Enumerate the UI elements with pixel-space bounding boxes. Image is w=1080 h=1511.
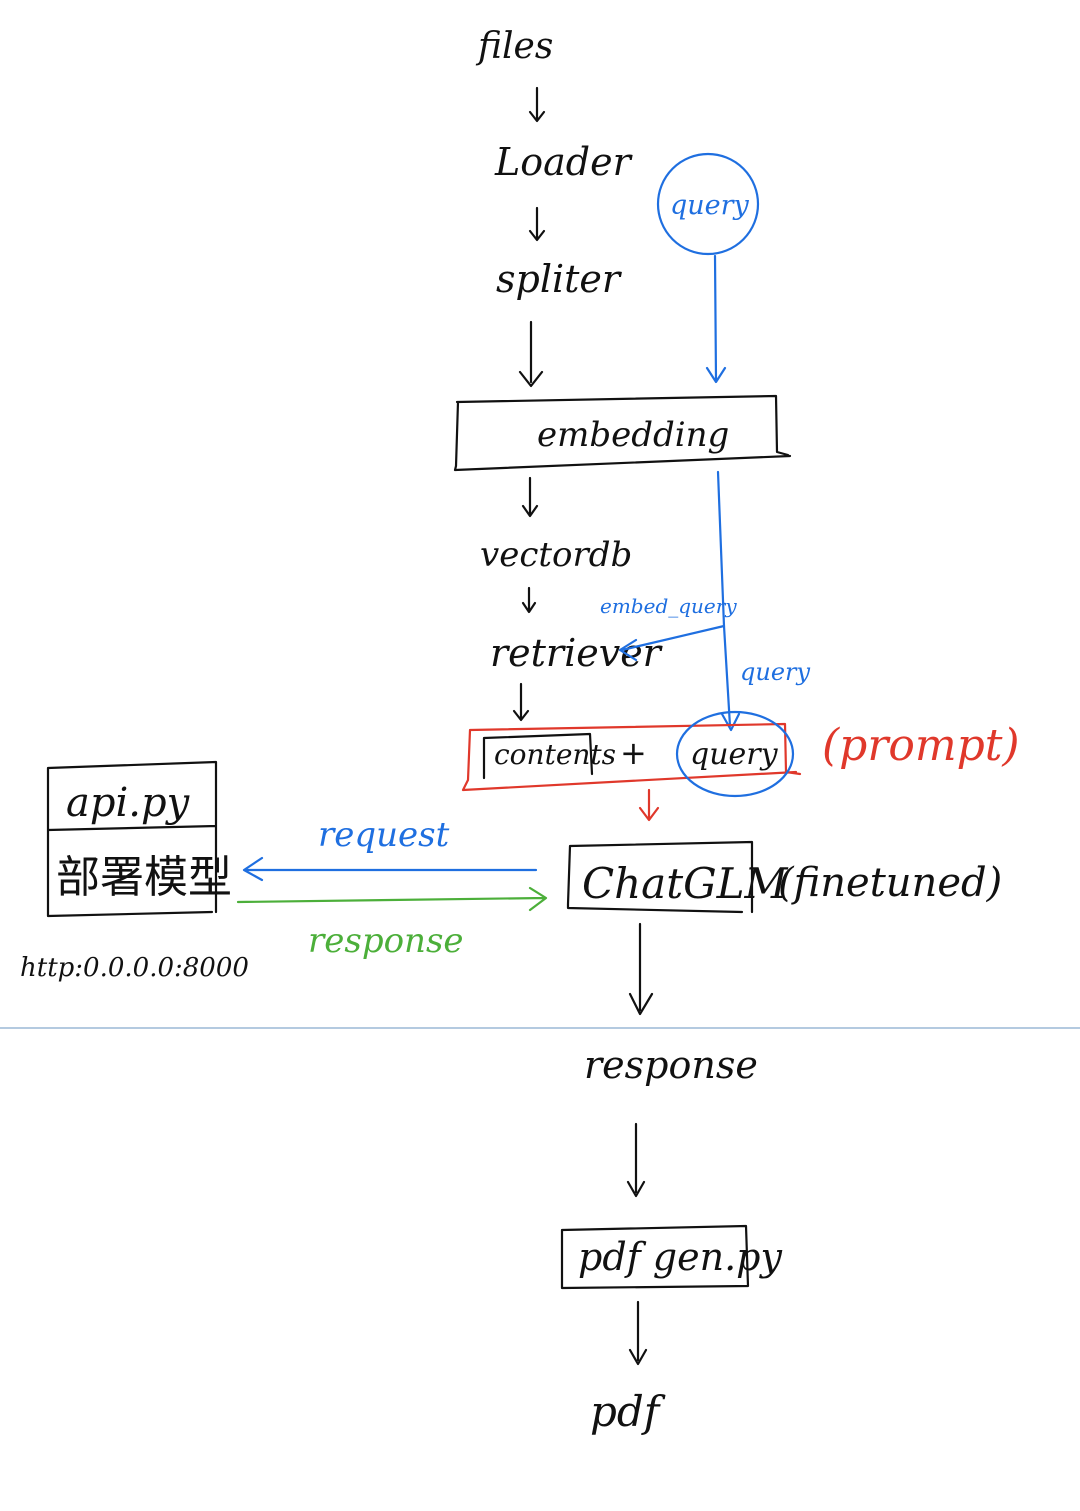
node-api-py: api.py: [66, 780, 191, 826]
chatglm-box: [566, 840, 754, 914]
arrow-spliter-embedding: [518, 320, 544, 388]
arrow-files-loader: [528, 86, 546, 123]
query-bubble: [656, 152, 760, 256]
arrow-response: [236, 886, 548, 912]
node-files: files: [475, 26, 553, 67]
node-spliter: spliter: [496, 257, 623, 301]
arrow-request: [242, 856, 538, 882]
arrow-pdfgen-pdf: [628, 1300, 648, 1366]
arrow-embedding-vectordb: [521, 476, 539, 518]
label-embed-query: embed_query: [600, 594, 737, 618]
arrow-response-pdfgen: [626, 1122, 646, 1198]
arrow-loader-spliter: [528, 206, 546, 242]
node-pdf: pdf: [590, 1387, 666, 1436]
node-loader: Loader: [494, 140, 634, 184]
arrow-vectordb-retriever: [521, 586, 537, 614]
label-response: response: [308, 921, 464, 961]
node-contents: contents: [494, 738, 616, 771]
api-box: [46, 760, 218, 918]
node-finetuned: (finetuned): [778, 860, 1002, 906]
node-address: http:0.0.0.0:8000: [20, 953, 249, 983]
node-chatglm: ChatGLM: [582, 859, 789, 908]
embedding-box: [453, 394, 792, 472]
arrow-chatglm-response: [628, 922, 654, 1016]
arrow-retriever-prompt: [512, 682, 530, 722]
query-bubble-label: query: [670, 190, 750, 221]
prompt-query-circle: [675, 710, 795, 798]
arrow-embed-query: [618, 624, 726, 662]
label-request: request: [318, 815, 450, 855]
pdfgen-box: [560, 1224, 750, 1290]
node-prompt-label: (prompt): [822, 720, 1020, 771]
arrow-prompt-chatglm: [638, 788, 660, 822]
plus-sign: +: [620, 734, 647, 772]
prompt-box: [461, 722, 802, 792]
label-query-side: query: [740, 658, 810, 686]
node-embedding: embedding: [537, 415, 729, 455]
node-response-out: response: [584, 1043, 758, 1087]
node-vectordb: vectordb: [480, 535, 632, 575]
node-retriever: retriever: [490, 631, 664, 675]
arrow-query-embedding: [705, 254, 727, 384]
contents-box: [482, 732, 594, 780]
node-model-cn: 部署模型: [56, 852, 232, 903]
node-pdfgen: pdf gen.py: [578, 1235, 782, 1279]
node-prompt-query: query: [690, 737, 779, 772]
